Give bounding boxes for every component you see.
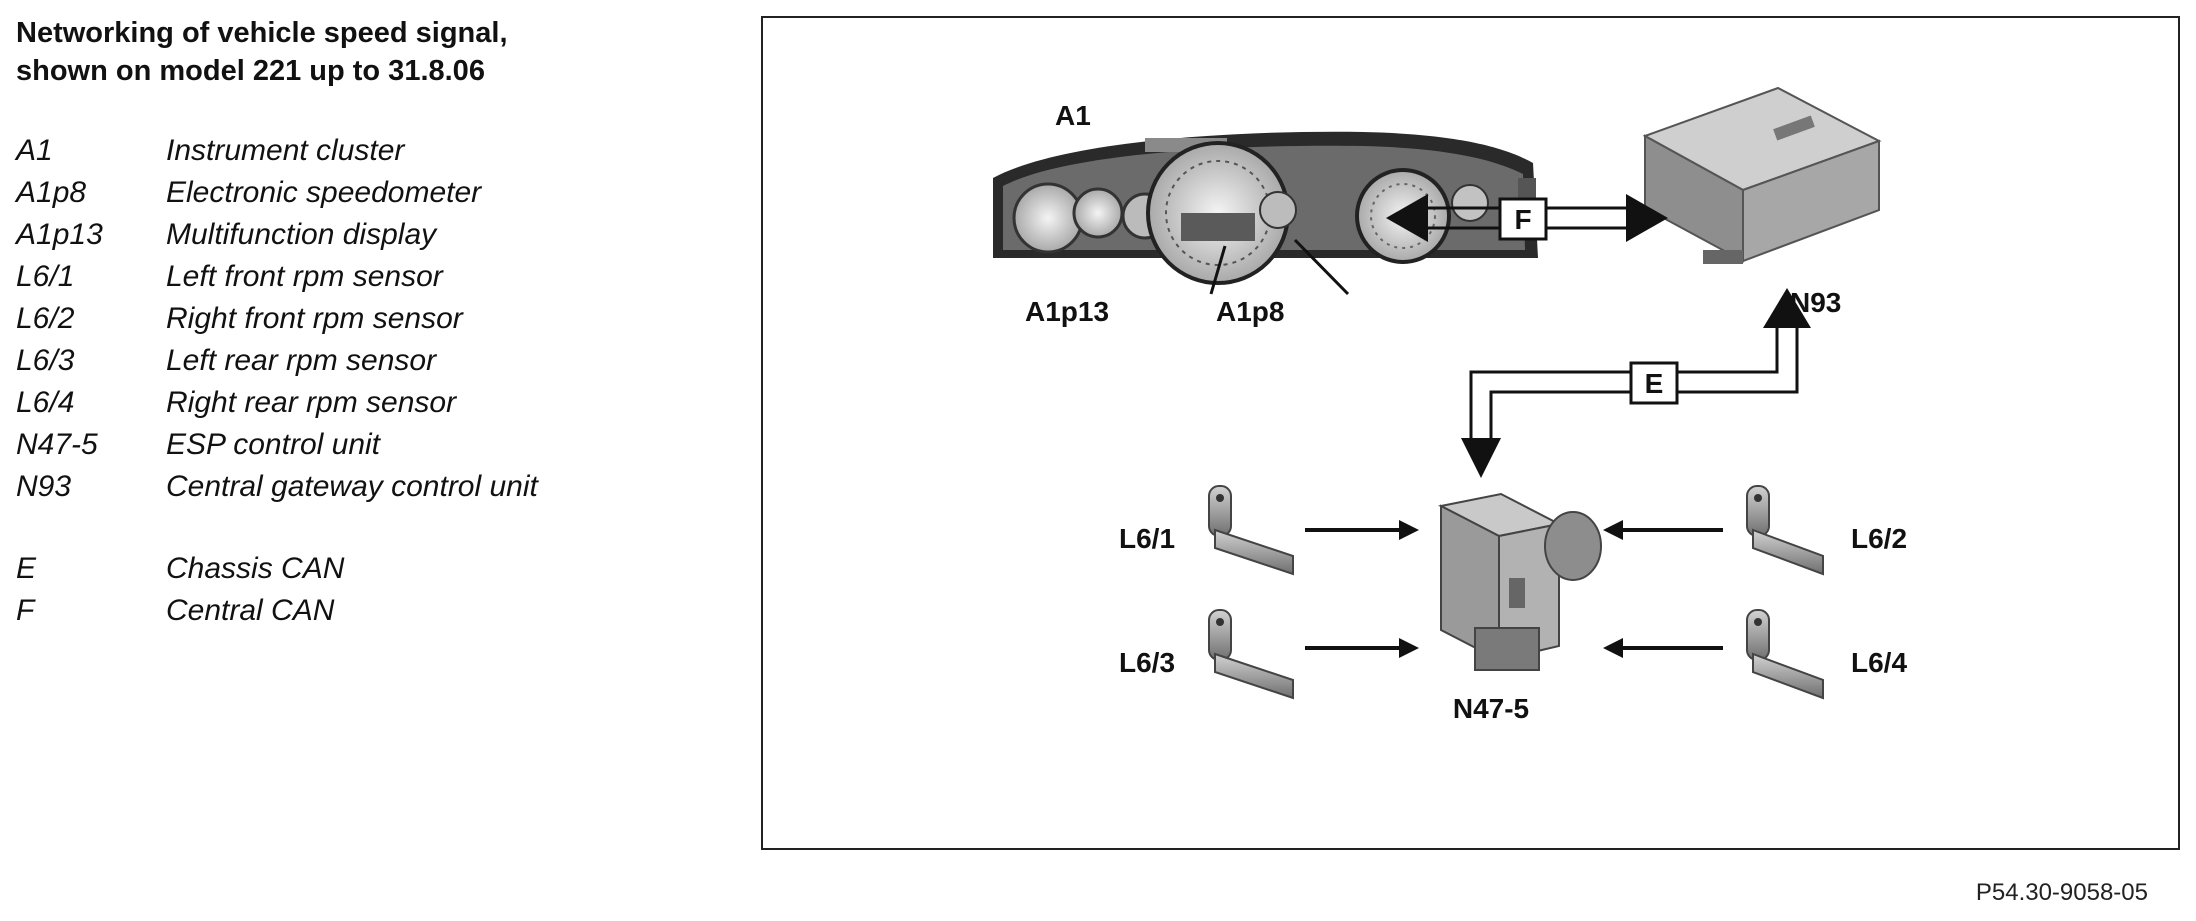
legend-row-l6-2: L6/2 Right front rpm sensor xyxy=(16,298,716,340)
label-l6-1: L6/1 xyxy=(1119,523,1175,554)
legend: A1 Instrument cluster A1p8 Electronic spee… xyxy=(16,130,716,632)
legend-row-a1: A1 Instrument cluster xyxy=(16,130,716,172)
legend-code: A1p13 xyxy=(16,218,103,251)
legend-desc: Electronic speedometer xyxy=(166,176,482,209)
sensor-l6-3-icon xyxy=(1208,609,1294,700)
label-l6-4: L6/4 xyxy=(1851,647,1907,678)
legend-desc: ESP control unit xyxy=(166,428,380,461)
legend-code: A1 xyxy=(16,134,53,167)
legend-desc: Left front rpm sensor xyxy=(166,260,443,293)
sensor-l6-4-icon xyxy=(1746,609,1824,700)
legend-desc: Central CAN xyxy=(166,594,335,627)
label-f-box xyxy=(1498,197,1548,241)
legend-desc: Instrument cluster xyxy=(166,134,405,167)
legend-row-l6-3: L6/3 Left rear rpm sensor xyxy=(16,340,716,382)
label-n47-5: N47-5 xyxy=(1453,693,1529,724)
legend-desc: Multifunction display xyxy=(166,218,437,251)
legend-code: L6/4 xyxy=(16,386,75,419)
legend-row-n93: N93 Central gateway control unit xyxy=(16,466,716,508)
label-a1p8: A1p8 xyxy=(1216,296,1284,327)
label-l6-3: L6/3 xyxy=(1119,647,1175,678)
legend-desc: Chassis CAN xyxy=(166,552,345,585)
label-l6-2: L6/2 xyxy=(1851,523,1907,554)
legend-row-l6-1: L6/1 Left front rpm sensor xyxy=(16,256,716,298)
title-line-2: shown on model 221 up to 31.8.06 xyxy=(16,55,485,87)
legend-code: L6/1 xyxy=(16,260,75,293)
label-e: E xyxy=(1645,368,1664,399)
legend-code: L6/2 xyxy=(16,302,75,335)
legend-row-a1p8: A1p8 Electronic speedometer xyxy=(16,172,716,214)
legend-row-f: F Central CAN xyxy=(16,590,716,632)
legend-code: N93 xyxy=(16,470,72,503)
legend-desc: Left rear rpm sensor xyxy=(166,344,437,377)
legend-row-a1p13: A1p13 Multifunction display xyxy=(16,214,716,256)
signal-arrow-l6-3 xyxy=(1305,638,1419,658)
legend-code: F xyxy=(16,594,35,627)
signal-arrow-l6-4 xyxy=(1603,638,1723,658)
network-diagram: A1 A1p13 A1p8 N93 xyxy=(993,86,1907,724)
diagram-frame: A1 A1p13 A1p8 N93 xyxy=(761,16,2180,850)
legend-desc: Central gateway control unit xyxy=(166,470,538,503)
signal-arrow-l6-1 xyxy=(1305,520,1419,540)
instrument-cluster-icon xyxy=(993,131,1538,296)
page-title: Networking of vehicle speed signal, show… xyxy=(16,14,696,90)
legend-code: E xyxy=(16,552,37,585)
figure-reference: P54.30-9058-05 xyxy=(1975,879,2148,906)
legend-row-l6-4: L6/4 Right rear rpm sensor xyxy=(16,382,716,424)
legend-desc: Right rear rpm sensor xyxy=(166,386,457,419)
legend-row-n47-5: N47-5 ESP control unit xyxy=(16,424,716,466)
legend-row-e: E Chassis CAN xyxy=(16,548,716,590)
gateway-module-icon xyxy=(1642,86,1882,264)
label-a1: A1 xyxy=(1055,100,1091,131)
label-f: F xyxy=(1514,204,1531,235)
title-line-1: Networking of vehicle speed signal, xyxy=(16,17,508,49)
legend-desc: Right front rpm sensor xyxy=(166,302,463,335)
legend-code: L6/3 xyxy=(16,344,75,377)
label-a1p13: A1p13 xyxy=(1025,296,1109,327)
legend-code: A1p8 xyxy=(16,176,87,209)
legend-code: N47-5 xyxy=(16,428,98,461)
label-e-box xyxy=(1629,361,1679,405)
signal-arrow-l6-2 xyxy=(1603,520,1723,540)
sensor-l6-1-icon xyxy=(1208,485,1294,576)
esp-control-unit-icon xyxy=(1438,492,1602,671)
sensor-l6-2-icon xyxy=(1746,485,1824,576)
